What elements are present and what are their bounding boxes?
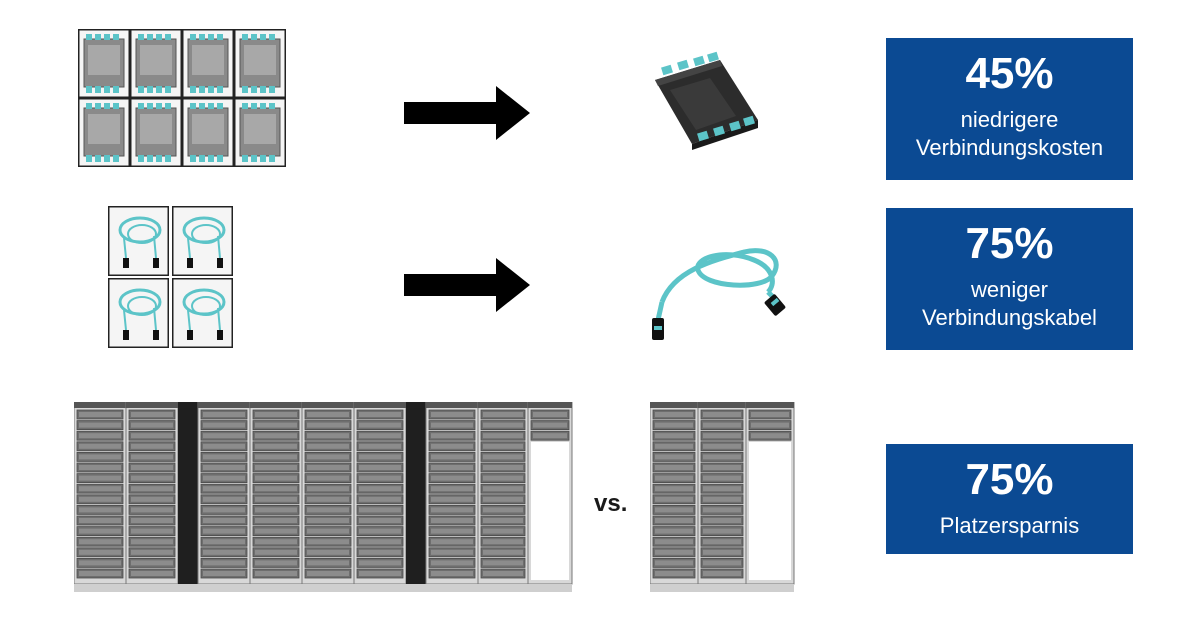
small-cables-grid (108, 206, 233, 349)
arrow-right-icon (404, 258, 530, 312)
stat-box-cost: 45% niedrigere Verbindungskosten (886, 38, 1133, 180)
stat-value: 75% (965, 455, 1054, 504)
stat-label-line1: weniger (970, 277, 1049, 302)
stat-label-line2: Verbindungskosten (915, 135, 1104, 160)
large-cassette-image (655, 51, 758, 150)
stat-box-space: 75% Platzersparnis (886, 444, 1133, 554)
trunk-cable-image (652, 248, 786, 340)
stat-label-line2: Verbindungskabel (922, 305, 1097, 330)
stat-value: 75% (965, 219, 1054, 268)
small-cassettes-grid (78, 29, 286, 167)
stat-label-line1: niedrigere (960, 107, 1059, 132)
cassette-grid-image (78, 29, 286, 167)
arrow-right-icon (404, 86, 530, 140)
stat-box-cables: 75% weniger Verbindungskabel (886, 208, 1133, 350)
cable-grid-image (108, 206, 233, 348)
stat-label-line1: Platzersparnis (939, 513, 1080, 538)
comparison-label: vs. (594, 490, 628, 517)
rack-row-small-image (650, 402, 795, 592)
stat-value: 45% (965, 49, 1054, 98)
rack-row-large-image (74, 402, 573, 592)
